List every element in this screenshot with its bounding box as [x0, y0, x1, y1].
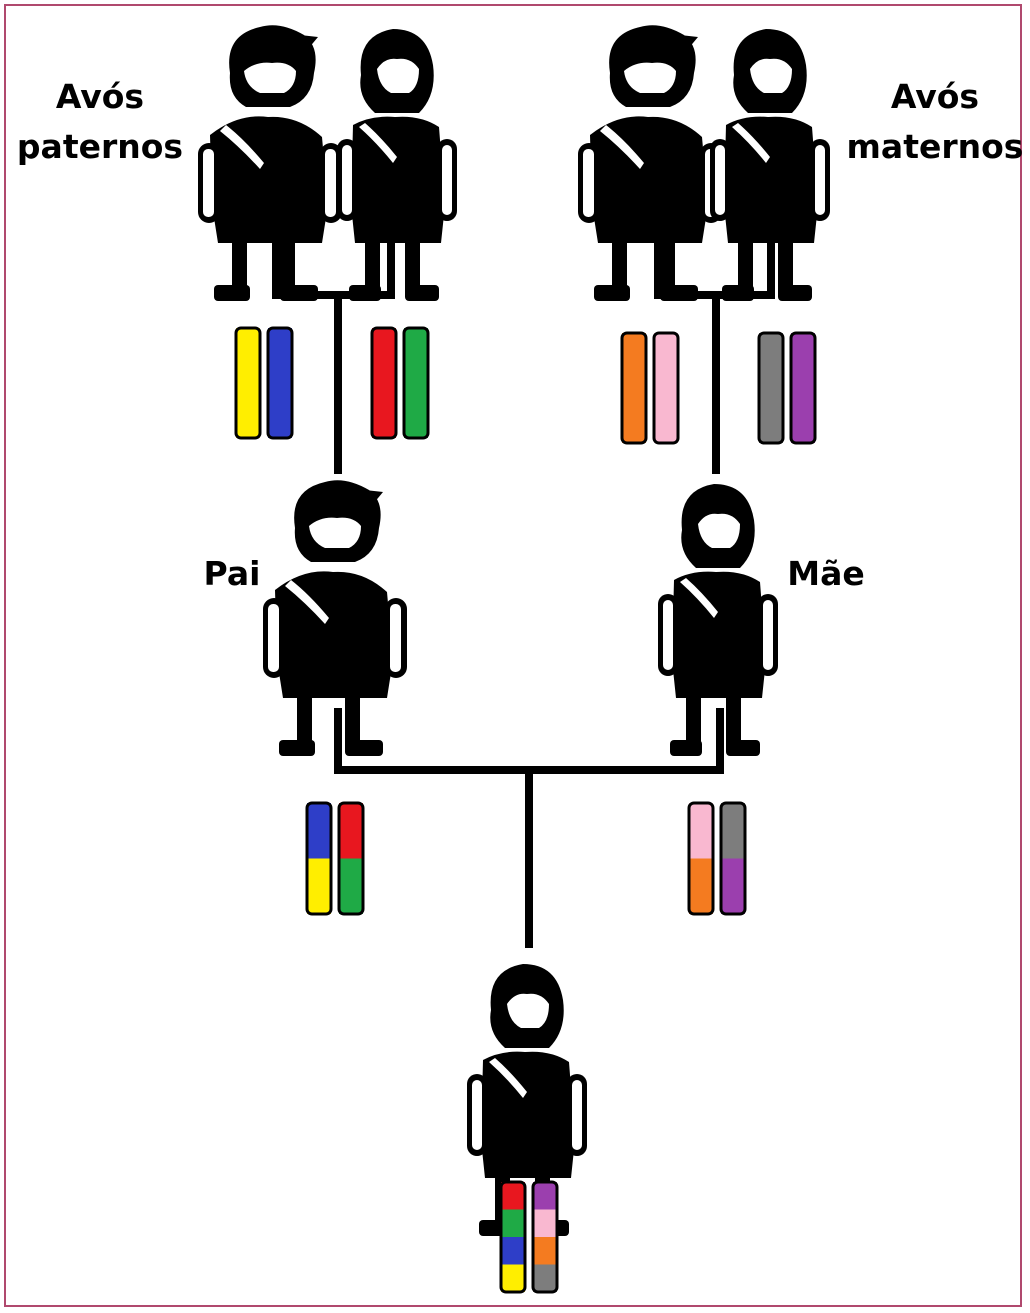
paternal-grandparents-label-line1: Avós: [56, 77, 144, 116]
chromatid-segment-red: [501, 1182, 525, 1210]
chromatid-segment-gray: [721, 803, 745, 859]
chromatid-outline: [757, 331, 785, 445]
chromatid-outline: [266, 326, 294, 440]
child-pair: [499, 1180, 559, 1294]
chromatid-segment-blue: [501, 1237, 525, 1265]
chromatid-segment-gray: [533, 1264, 557, 1292]
child-figure: [467, 964, 587, 1236]
chromatid-segment-blue: [268, 328, 292, 438]
chromatid: [719, 801, 747, 916]
chromatid-segment-green: [339, 858, 363, 914]
paternal-grandfather-figure: [198, 25, 342, 301]
chromatid-segment-pink: [689, 803, 713, 859]
chromatid-outline: [337, 801, 365, 916]
chromatid: [531, 1180, 559, 1294]
chromatid-segment-gray: [759, 333, 783, 443]
chromatid-segment-purple: [791, 333, 815, 443]
chromatid: [620, 331, 648, 445]
chromatid-outline: [620, 331, 648, 445]
paternal-grandfather-pair: [234, 326, 294, 440]
chromatid-segment-yellow: [501, 1264, 525, 1292]
chromatid-segment-orange: [533, 1237, 557, 1265]
chromatid: [305, 801, 333, 916]
chromatid: [652, 331, 680, 445]
chromatid: [687, 801, 715, 916]
chromatid-segment-pink: [533, 1209, 557, 1238]
chromatid: [370, 326, 398, 440]
chromatid-segment-green: [404, 328, 428, 438]
paternal-grandmother-figure: [337, 29, 457, 302]
chromatid-outline: [719, 801, 747, 916]
mother-pair: [687, 801, 747, 916]
chromatid-outline: [531, 1180, 559, 1294]
father-pair: [305, 801, 365, 916]
chromatid-outline: [402, 326, 430, 440]
maternal-grandparents-label-line2: maternos: [847, 127, 1024, 166]
diagram-frame: [4, 4, 1022, 1307]
chromatid-outline: [305, 801, 333, 916]
chromatid-outline: [687, 801, 715, 916]
chromatid-segment-red: [339, 803, 363, 859]
maternal-grandfather-figure: [578, 25, 722, 301]
chromatid-segment-red: [372, 328, 396, 438]
mother-label: Mãe: [787, 554, 865, 593]
chromatid-segment-yellow: [307, 858, 331, 914]
chromatid-segment-green: [501, 1209, 525, 1238]
pedigree-lines: [272, 236, 775, 948]
chromatid-segment-purple: [533, 1182, 557, 1210]
chromatid-segment-orange: [689, 858, 713, 914]
chromosome-layer: [234, 326, 817, 1294]
chromatid-segment-yellow: [236, 328, 260, 438]
maternal-grandfather-pair: [620, 331, 680, 445]
chromatid: [499, 1180, 527, 1294]
chromatid: [266, 326, 294, 440]
parents-bracket: [334, 708, 724, 774]
paternal-grandparents-label-line2: paternos: [17, 127, 183, 166]
chromatid-outline: [499, 1180, 527, 1294]
paternal-grandmother-pair: [370, 326, 430, 440]
maternal-grandparents-label-line1: Avós: [891, 77, 979, 116]
paternal-grandparents-bracket: [272, 236, 395, 299]
chromatid-segment-pink: [654, 333, 678, 443]
chromatid-outline: [370, 326, 398, 440]
father-label: Pai: [204, 554, 261, 593]
chromatid-outline: [789, 331, 817, 445]
chromatid: [402, 326, 430, 440]
chromatid-outline: [234, 326, 262, 440]
chromatid: [234, 326, 262, 440]
chromatid: [337, 801, 365, 916]
chromatid-outline: [652, 331, 680, 445]
chromatid: [757, 331, 785, 445]
chromatid: [789, 331, 817, 445]
chromatid-segment-orange: [622, 333, 646, 443]
chromatid-segment-purple: [721, 858, 745, 914]
chromatid-segment-blue: [307, 803, 331, 859]
maternal-grandmother-pair: [757, 331, 817, 445]
